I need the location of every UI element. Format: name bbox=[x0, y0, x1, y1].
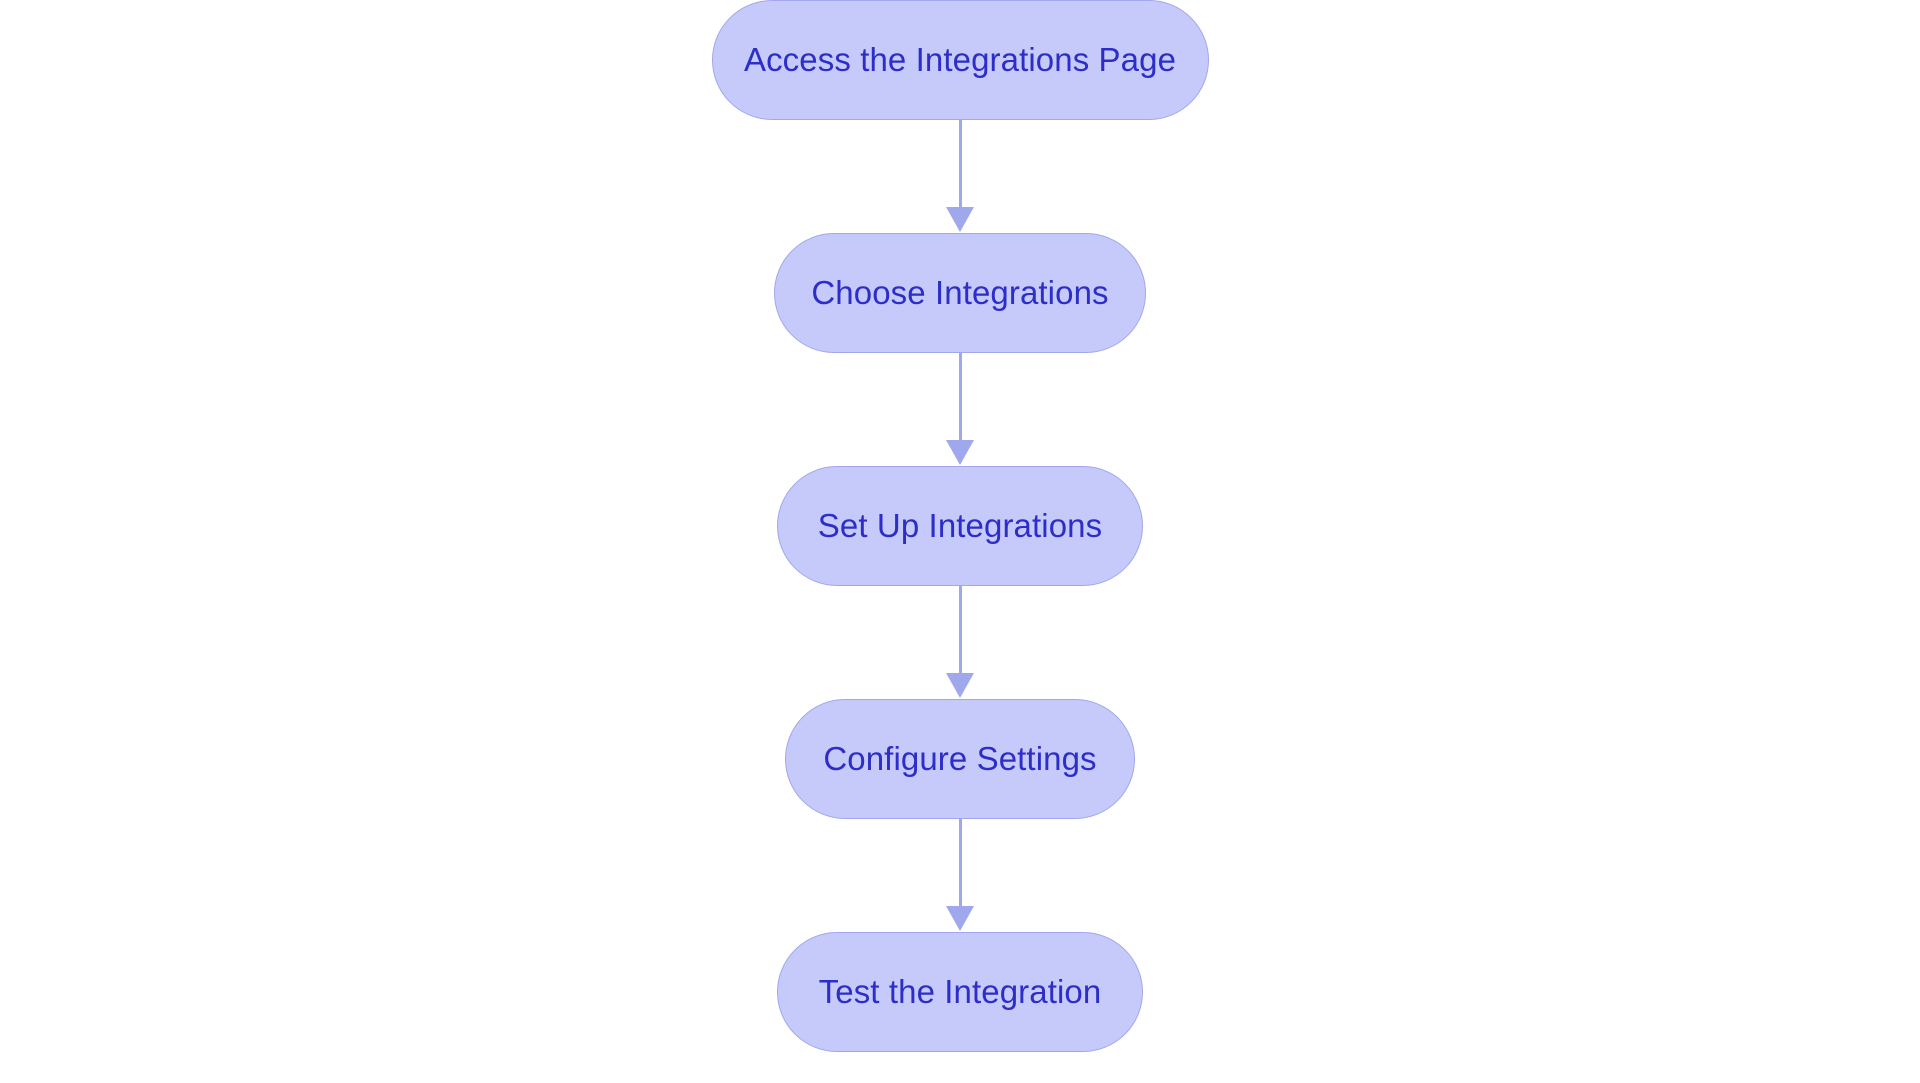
edge-line bbox=[958, 586, 962, 674]
edge-line bbox=[958, 120, 962, 208]
flowchart-node-set-up-integrations[interactable]: Set Up Integrations bbox=[777, 466, 1143, 586]
flowchart-edge-n4-n5 bbox=[940, 819, 980, 932]
flowchart-node-label: Set Up Integrations bbox=[817, 507, 1103, 545]
flowchart-node-access-the-integrations-page[interactable]: Access the Integrations Page bbox=[711, 0, 1209, 120]
flowchart-node-configure-settings[interactable]: Configure Settings bbox=[785, 699, 1135, 819]
flowchart-edge-n3-n4 bbox=[940, 586, 980, 699]
arrowhead-down-icon bbox=[946, 673, 974, 698]
flowchart-edge-n1-n2 bbox=[940, 120, 980, 233]
edge-line bbox=[958, 819, 962, 907]
arrowhead-down-icon bbox=[946, 440, 974, 465]
flowchart-node-label: Configure Settings bbox=[823, 740, 1097, 778]
edge-line bbox=[958, 353, 962, 441]
flowchart-edge-n2-n3 bbox=[940, 353, 980, 466]
flowchart-node-choose-integrations[interactable]: Choose Integrations bbox=[774, 233, 1146, 353]
arrowhead-down-icon bbox=[946, 207, 974, 232]
flowchart-node-label: Access the Integrations Page bbox=[743, 41, 1177, 79]
arrowhead-down-icon bbox=[946, 906, 974, 931]
flowchart-node-label: Choose Integrations bbox=[811, 274, 1109, 312]
flowchart-node-test-the-integration[interactable]: Test the Integration bbox=[777, 932, 1143, 1052]
flowchart-node-label: Test the Integration bbox=[818, 973, 1102, 1011]
